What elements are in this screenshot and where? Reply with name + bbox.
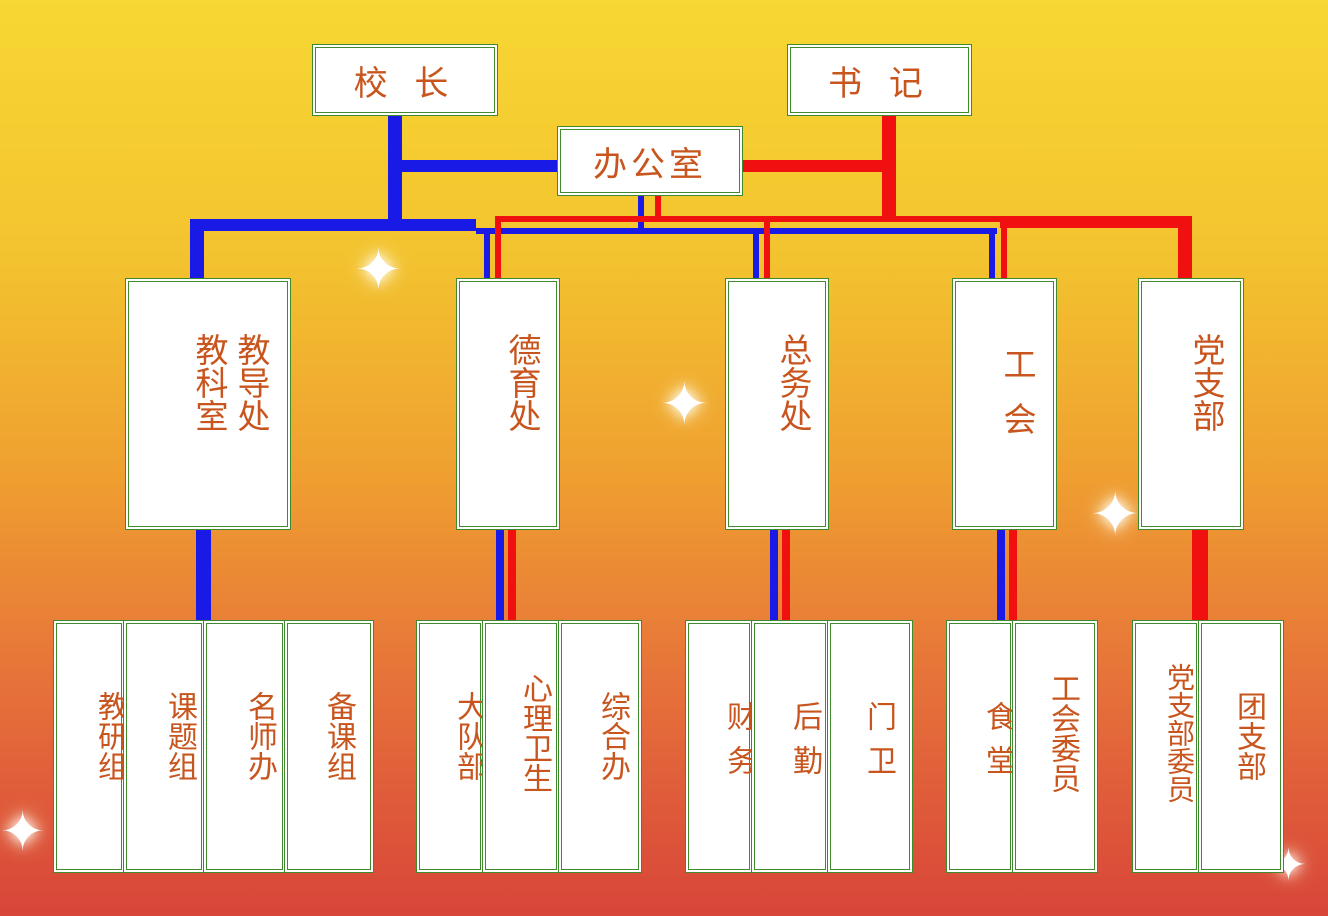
unit-master-teacher-office-box: 名师办	[203, 620, 286, 873]
dept-research-office-label: 教科室	[190, 333, 229, 432]
connector-party-drop	[1178, 216, 1192, 280]
dept-moral-education-box: 德育处	[456, 278, 560, 530]
unit-youth-league-label: 团支部	[1231, 691, 1266, 781]
unit-mental-health-label: 心理卫生	[517, 673, 552, 793]
unit-brigade-box: 大队部	[416, 620, 486, 873]
connector-union-units-blue	[997, 528, 1005, 622]
connector-party-units	[1192, 528, 1208, 622]
unit-union-committee-label: 工会委员	[1045, 673, 1080, 793]
sparkle-icon: ✦	[355, 238, 402, 303]
connector-general-red-drop	[764, 216, 770, 280]
unit-mental-health-box: 心理卫生	[482, 620, 560, 873]
unit-finance-box: 财务	[685, 620, 756, 873]
connector-general-blue-drop	[753, 228, 759, 280]
connector-moral-units-red	[508, 528, 516, 622]
connector-moral-red-drop	[495, 216, 501, 280]
connector-union-units-red	[1009, 528, 1017, 622]
connector-secretary-office	[742, 160, 896, 172]
connector-office-red-drop	[655, 194, 661, 220]
unit-lesson-prep-group-label: 备课组	[321, 691, 356, 781]
connector-union-red-drop	[1001, 216, 1007, 280]
unit-general-office-box: 综合办	[558, 620, 642, 873]
dept-party-branch-label: 党支部	[1187, 333, 1226, 432]
unit-youth-league-box: 团支部	[1198, 620, 1284, 873]
sparkle-icon: ✦	[0, 800, 46, 863]
unit-finance-label: 财务	[721, 701, 756, 789]
principal-label: 校 长	[353, 63, 457, 104]
sparkle-icon: ✦	[1090, 480, 1141, 550]
sparkle-icon: ✦	[660, 370, 709, 438]
unit-logistics-label: 后勤	[787, 701, 822, 789]
connector-moral-units-blue	[496, 528, 504, 622]
dept-teaching-office-label: 教导处	[232, 333, 271, 432]
dept-general-affairs-box: 总务处	[725, 278, 829, 530]
dept-moral-education-label: 德育处	[503, 333, 542, 432]
unit-party-committee-box: 党支部委员	[1132, 620, 1200, 873]
unit-party-committee-label: 党支部委员	[1163, 663, 1196, 803]
unit-canteen-box: 食堂	[946, 620, 1015, 873]
secretary-box: 书 记	[787, 44, 972, 116]
connector-principal-bus	[190, 219, 476, 231]
unit-general-office-label: 综合办	[595, 691, 630, 781]
connector-general-units-red	[782, 528, 790, 622]
office-box: 办公室	[557, 126, 743, 196]
unit-research-group-box: 教研组	[53, 620, 127, 873]
connector-red-bus-thin	[496, 216, 1006, 222]
dept-union-label: 工会	[998, 347, 1037, 457]
unit-lesson-prep-group-box: 备课组	[284, 620, 374, 873]
connector-research-drop	[190, 219, 204, 281]
connector-blue-bus-thin	[476, 228, 997, 234]
office-label: 办公室	[593, 144, 707, 185]
dept-party-branch-box: 党支部	[1138, 278, 1244, 530]
unit-research-group-label: 教研组	[92, 691, 127, 781]
connector-union-blue-drop	[989, 228, 995, 280]
unit-logistics-box: 后勤	[751, 620, 829, 873]
dept-teaching-research-box: 教导处 教科室	[125, 278, 291, 530]
secretary-label: 书 记	[828, 63, 931, 104]
connector-office-blue-drop	[638, 194, 644, 230]
unit-union-committee-box: 工会委员	[1012, 620, 1098, 873]
unit-canteen-label: 食堂	[980, 701, 1015, 789]
unit-gate-guard-box: 门卫	[827, 620, 913, 873]
unit-brigade-label: 大队部	[451, 691, 486, 781]
unit-subject-group-box: 课题组	[123, 620, 205, 873]
connector-research-units	[196, 528, 211, 622]
connector-moral-blue-drop	[484, 228, 490, 280]
unit-master-teacher-office-label: 名师办	[242, 691, 277, 781]
connector-red-bus-thick	[1000, 216, 1192, 228]
connector-general-units-blue	[770, 528, 778, 622]
unit-gate-guard-label: 门卫	[861, 701, 896, 789]
connector-principal-office	[388, 160, 560, 172]
principal-box: 校 长	[312, 44, 498, 116]
dept-general-affairs-label: 总务处	[774, 333, 813, 432]
unit-subject-group-label: 课题组	[162, 691, 197, 781]
dept-union-box: 工会	[952, 278, 1057, 530]
